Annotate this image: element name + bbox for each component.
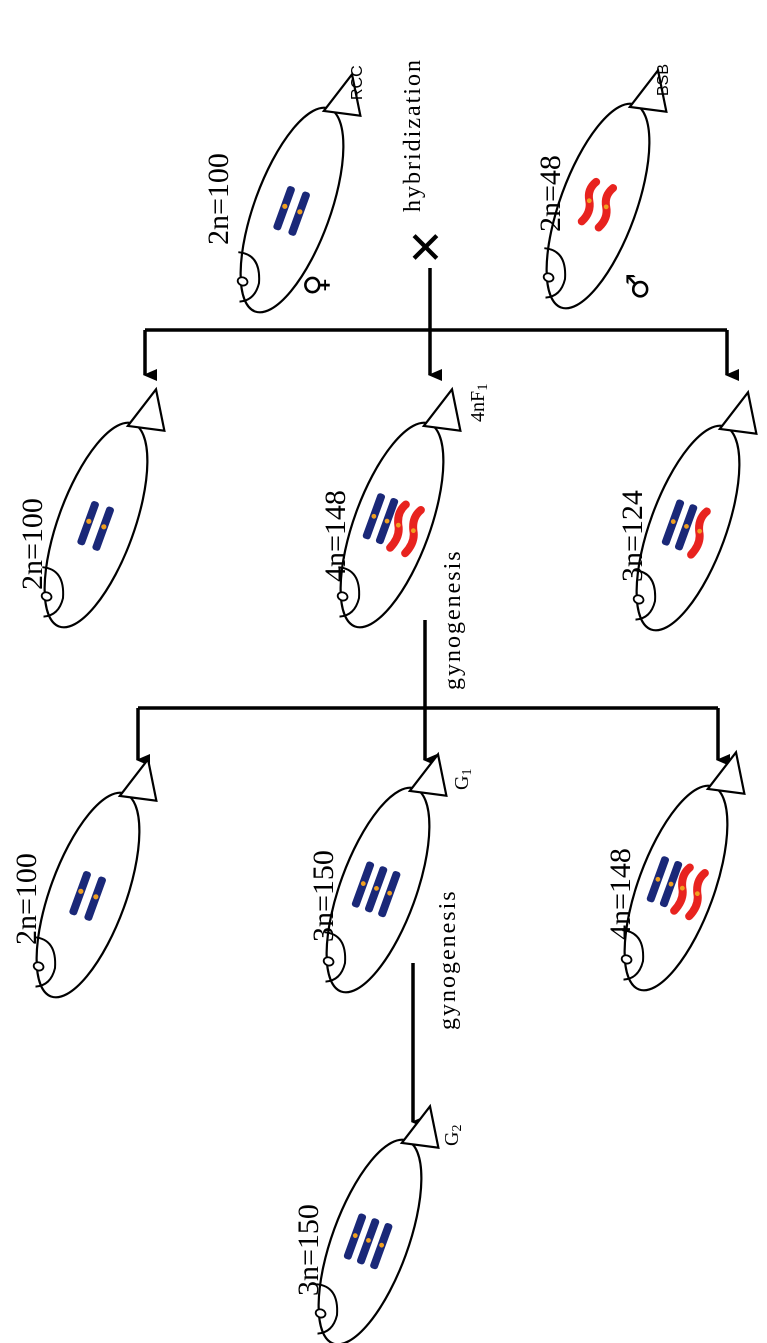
female-symbol-icon: ♀ [299, 274, 334, 296]
hybridization-label: hybridization [400, 58, 426, 212]
f1-2n-ploidy-label: 2n=100 [16, 498, 49, 590]
g1-name-label: G1 [451, 769, 475, 790]
g2-3n-chromosomes [343, 1213, 393, 1270]
g2-ploidy-label: 3n=150 [292, 1204, 325, 1296]
4nf1-chromosomes [362, 493, 425, 558]
g2-name-sub: 2 [450, 1125, 465, 1132]
4nf1-name-main: 4nF [467, 391, 489, 422]
fish-g1-2n [14, 741, 176, 1011]
connector-lines [136, 268, 739, 1128]
g2-name-main: G [441, 1132, 463, 1146]
g2-name-label: G2 [441, 1125, 465, 1146]
bsb-ploidy-label: 2n=48 [534, 155, 567, 232]
rcc-name-label: RCC [349, 65, 366, 100]
g1-4n-chromosomes [646, 856, 709, 921]
bsb-chromosomes [577, 177, 618, 232]
gynogenesis-label-1: gynogenesis [440, 549, 466, 690]
g1-3n-ploidy-label: 3n=150 [307, 850, 340, 942]
bsb-name-label: BSB [655, 64, 672, 96]
cross-symbol-icon: ✕ [407, 223, 444, 274]
g1-4n-ploidy-label: 4n=148 [604, 848, 637, 940]
gynogenesis-label-2: gynogenesis [435, 889, 461, 1030]
g1-3n-chromosomes [351, 861, 401, 918]
rcc-chromosomes [273, 186, 310, 236]
fish-g1-4n [602, 734, 764, 1004]
fish-bsb-male [524, 52, 686, 322]
fish-rcc-female [218, 56, 380, 326]
4nf1-ploidy-label: 4n=148 [319, 490, 352, 582]
fish-g1-3n [304, 736, 466, 1006]
f1-2n-chromosomes [77, 501, 114, 551]
g1-2n-ploidy-label: 2n=100 [10, 853, 43, 945]
f1-3n-ploidy-label: 3n=124 [616, 490, 649, 582]
fish-g2-3n [296, 1088, 458, 1343]
fish-f1-3n [614, 374, 767, 644]
g1-name-main: G [451, 776, 473, 790]
g1-2n-chromosomes [69, 871, 106, 921]
4nf1-name-sub: 1 [475, 383, 491, 391]
rcc-ploidy-label: 2n=100 [202, 153, 235, 245]
male-symbol-icon: ♂ [621, 273, 656, 300]
f1-3n-chromosomes [661, 499, 711, 559]
fish-4nf1 [318, 371, 480, 641]
fish-f1-2n [22, 371, 184, 641]
g1-name-sub: 1 [460, 769, 475, 776]
4nf1-name-label: 4nF1 [467, 383, 491, 422]
